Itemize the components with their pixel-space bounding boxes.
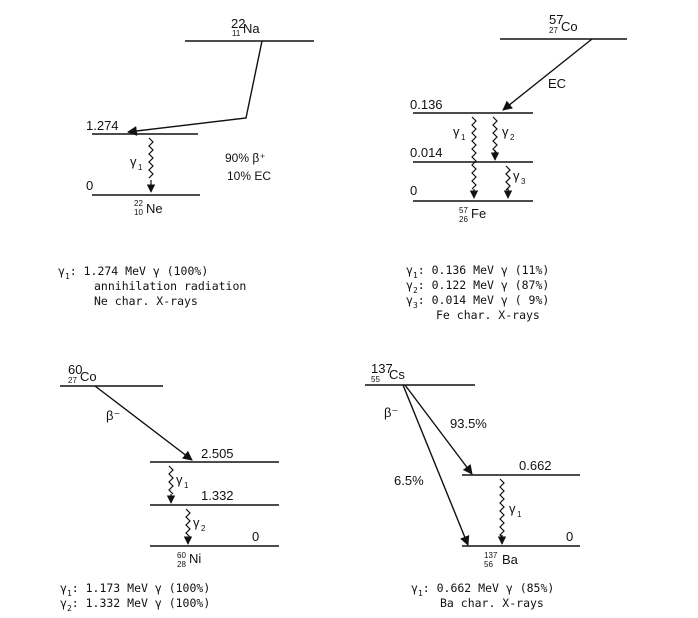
co57-gamma3-label: γ — [513, 168, 520, 183]
cs137-daughter-mass: 137 — [484, 551, 498, 560]
na22-daughter-z: 10 — [134, 208, 143, 217]
co60-level-top-label: 2.505 — [201, 446, 234, 461]
cs137-scheme: 137 55 Cs β⁻ 93.5% 6.5% 0.662 γ 1 0 137 … — [365, 361, 580, 569]
co60-decay-label: β⁻ — [106, 408, 120, 423]
co60-parent-z: 27 — [68, 376, 77, 385]
na22-branch-ec: 10% EC — [227, 169, 271, 183]
cs137-branch-major-arrow — [404, 384, 473, 475]
cs137-legend: γ1: 0.662 MeV γ (85%) Ba char. X-rays — [411, 581, 554, 610]
cs137-daughter-z: 56 — [484, 560, 493, 569]
co60-parent-symbol: Co — [80, 369, 97, 384]
co57-legend-line-2: γ2: 0.122 MeV γ (87%) — [406, 278, 549, 295]
co60-decay-arrow — [94, 385, 193, 461]
na22-legend-line-2: annihilation radiation — [94, 279, 246, 293]
cs137-parent-z: 55 — [371, 375, 380, 384]
co57-gamma1-sub: 1 — [461, 133, 466, 142]
co60-daughter-z: 28 — [177, 560, 186, 569]
cs137-branch-minor-arrow — [402, 384, 470, 546]
na22-parent-symbol: Na — [243, 21, 260, 36]
co60-legend-line-1: γ1: 1.173 MeV γ (100%) — [60, 581, 210, 598]
na22-legend-line-1: γ1: 1.274 MeV γ (100%) — [58, 264, 208, 281]
na22-level-upper-label: 1.274 — [86, 118, 119, 133]
na22-gamma1-label: γ — [130, 154, 137, 169]
co57-gamma2-label: γ — [502, 124, 509, 139]
cs137-level-ground-label: 0 — [566, 529, 573, 544]
co57-gamma3-wave — [505, 165, 511, 191]
cs137-gamma1-label: γ — [509, 501, 516, 516]
co60-level-ground-label: 0 — [252, 529, 259, 544]
co60-level-mid-label: 1.332 — [201, 488, 234, 503]
co57-parent-symbol: Co — [561, 19, 578, 34]
cs137-level-top-label: 0.662 — [519, 458, 552, 473]
na22-gamma1-wave — [148, 137, 154, 179]
cs137-legend-line-2: Ba char. X-rays — [440, 596, 544, 610]
na22-gamma1-sub: 1 — [138, 163, 143, 172]
cs137-branch-major: 93.5% — [450, 416, 487, 431]
co57-gamma2-wave — [492, 116, 498, 154]
co57-legend-line-3: γ3: 0.014 MeV γ ( 9%) — [406, 293, 549, 310]
co57-daughter-z: 26 — [459, 215, 468, 224]
co57-gamma1-label: γ — [453, 124, 460, 139]
cs137-parent-mass: 137 — [371, 361, 393, 376]
cs137-decay-label: β⁻ — [384, 405, 398, 420]
co57-level-ground-label: 0 — [410, 183, 417, 198]
co60-legend: γ1: 1.173 MeV γ (100%) γ2: 1.332 MeV γ (… — [60, 581, 210, 613]
co57-level-top-label: 0.136 — [410, 97, 443, 112]
co57-legend: γ1: 0.136 MeV γ (11%) γ2: 0.122 MeV γ (8… — [406, 263, 549, 322]
cs137-daughter-symbol: Ba — [502, 552, 519, 567]
co57-daughter-mass: 57 — [459, 206, 468, 215]
co60-gamma1-wave — [168, 465, 174, 495]
na22-parent-z: 11 — [232, 29, 241, 38]
cs137-legend-line-1: γ1: 0.662 MeV γ (85%) — [411, 581, 554, 598]
co60-gamma1-sub: 1 — [184, 481, 189, 490]
co57-parent-mass: 57 — [549, 12, 563, 27]
co57-legend-line-4: Fe char. X-rays — [436, 308, 540, 322]
cs137-parent-symbol: Cs — [389, 367, 405, 382]
co57-legend-line-1: γ1: 0.136 MeV γ (11%) — [406, 263, 549, 280]
co57-parent-z: 27 — [549, 26, 558, 35]
na22-daughter-mass: 22 — [134, 199, 143, 208]
co57-gamma2-sub: 2 — [510, 133, 515, 142]
co57-scheme: 57 27 Co EC 0.136 γ 1 γ 2 0.014 γ 3 0 57… — [410, 12, 627, 224]
co60-gamma2-sub: 2 — [201, 524, 206, 533]
co60-gamma1-label: γ — [176, 472, 183, 487]
cs137-gamma1-sub: 1 — [517, 510, 522, 519]
na22-level-ground-label: 0 — [86, 178, 93, 193]
co60-gamma2-label: γ — [193, 515, 200, 530]
co60-daughter-mass: 60 — [177, 551, 186, 560]
na22-legend-line-3: Ne char. X-rays — [94, 294, 198, 308]
co57-decay-arrow — [502, 38, 593, 111]
na22-legend: γ1: 1.274 MeV γ (100%) annihilation radi… — [58, 264, 246, 308]
na22-parent-mass: 22 — [231, 16, 245, 31]
na22-branch-beta: 90% β⁺ — [225, 151, 266, 165]
co57-daughter-symbol: Fe — [471, 206, 486, 221]
co60-daughter-symbol: Ni — [189, 551, 201, 566]
na22-scheme: 22 11 Na 1.274 γ 1 90% β⁺ 10% EC 0 22 10… — [86, 16, 314, 217]
co60-scheme: 60 27 Co β⁻ 2.505 γ 1 1.332 γ 2 0 60 28 … — [60, 362, 279, 569]
na22-decay-arrow — [127, 40, 263, 136]
co57-decay-label: EC — [548, 76, 566, 91]
co57-gamma3-sub: 3 — [521, 177, 526, 186]
co57-gamma1-wave — [471, 116, 477, 190]
co60-legend-line-2: γ2: 1.332 MeV γ (100%) — [60, 596, 210, 613]
co57-level-mid-label: 0.014 — [410, 145, 443, 160]
na22-daughter-symbol: Ne — [146, 201, 163, 216]
cs137-gamma1-wave — [499, 478, 505, 540]
co60-parent-mass: 60 — [68, 362, 82, 377]
co60-gamma2-wave — [185, 508, 191, 538]
cs137-branch-minor: 6.5% — [394, 473, 424, 488]
